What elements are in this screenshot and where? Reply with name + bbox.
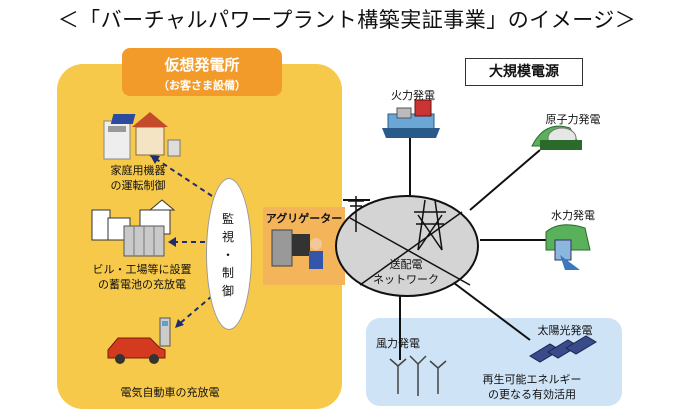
monitor-char-1: 監 xyxy=(221,212,234,226)
monitor-control-text: 監 視 ・ 制 御 xyxy=(212,210,244,300)
line-nuclear xyxy=(469,149,541,211)
renewable-label: 再生可能エネルギー の更なる有効活用 xyxy=(472,372,592,402)
virtual-power-plant-header: 仮想発電所 （お客さま設備） xyxy=(122,48,282,96)
arrow-ev xyxy=(177,295,213,326)
network-cable-a xyxy=(349,217,471,286)
thermal-plant-icon xyxy=(382,99,440,138)
thermal-label: 火力発電 xyxy=(391,89,435,102)
renewable-label-line-2: の更なる有効活用 xyxy=(488,388,576,401)
monitor-char-2: 視 xyxy=(221,230,234,244)
building-battery-icon xyxy=(91,199,176,257)
transmission-tower-icon xyxy=(414,199,446,251)
vpp-title: 仮想発電所 xyxy=(164,56,240,74)
renewable-energy-area xyxy=(366,318,622,406)
hydro-plant-icon xyxy=(545,224,591,270)
arrowhead-battery xyxy=(168,237,176,247)
electric-vehicle-icon xyxy=(107,317,171,364)
page-title: ＜「バーチャルパワープラント構築実証事業」のイメージ＞ xyxy=(57,8,637,32)
battery-label-line-2: の蓄電池の充放電 xyxy=(98,278,186,291)
home-label: 家庭用機器 の運転制御 xyxy=(88,163,188,193)
battery-label-line-1: ビル・工場等に設置 xyxy=(92,263,192,276)
large-scale-power-box: 大規模電源 xyxy=(465,58,583,86)
solar-panel-icon xyxy=(529,335,597,363)
home-label-line-2: の運転制御 xyxy=(110,179,166,192)
network-cable-b xyxy=(359,211,463,286)
aggregator-computer-icon xyxy=(271,229,323,269)
aggregator-label: アグリゲーター xyxy=(265,212,343,225)
home-appliances-icon xyxy=(103,112,181,160)
battery-label: ビル・工場等に設置 の蓄電池の充放電 xyxy=(72,262,212,292)
nuclear-label: 原子力発電 xyxy=(545,113,601,126)
ev-label: 電気自動車の充放電 xyxy=(120,386,220,399)
monitor-char-4: 制 xyxy=(221,266,234,280)
network-label: 送配電 ネットワーク xyxy=(366,257,446,287)
wind-turbine-icon xyxy=(389,355,447,396)
nuclear-plant-icon xyxy=(531,125,582,150)
vpp-subtitle: （お客さま設備） xyxy=(158,79,246,92)
monitor-char-5: 御 xyxy=(221,284,234,298)
renewable-label-line-1: 再生可能エネルギー xyxy=(482,373,582,386)
network-ellipse xyxy=(335,195,479,297)
solar-label: 太陽光発電 xyxy=(537,324,593,337)
home-label-line-1: 家庭用機器 xyxy=(110,164,166,177)
monitor-control-capsule xyxy=(206,178,252,330)
arrowhead-home xyxy=(150,155,160,164)
line-solar xyxy=(449,279,531,341)
utility-pole-icon xyxy=(348,196,364,232)
network-label-line-1: 送配電 xyxy=(389,258,423,271)
arrow-home xyxy=(149,154,213,197)
wind-label: 風力発電 xyxy=(376,337,420,350)
hydro-label: 水力発電 xyxy=(551,209,595,222)
arrowhead-ev xyxy=(175,319,184,328)
network-label-line-2: ネットワーク xyxy=(373,273,439,286)
monitor-char-3: ・ xyxy=(221,248,234,262)
